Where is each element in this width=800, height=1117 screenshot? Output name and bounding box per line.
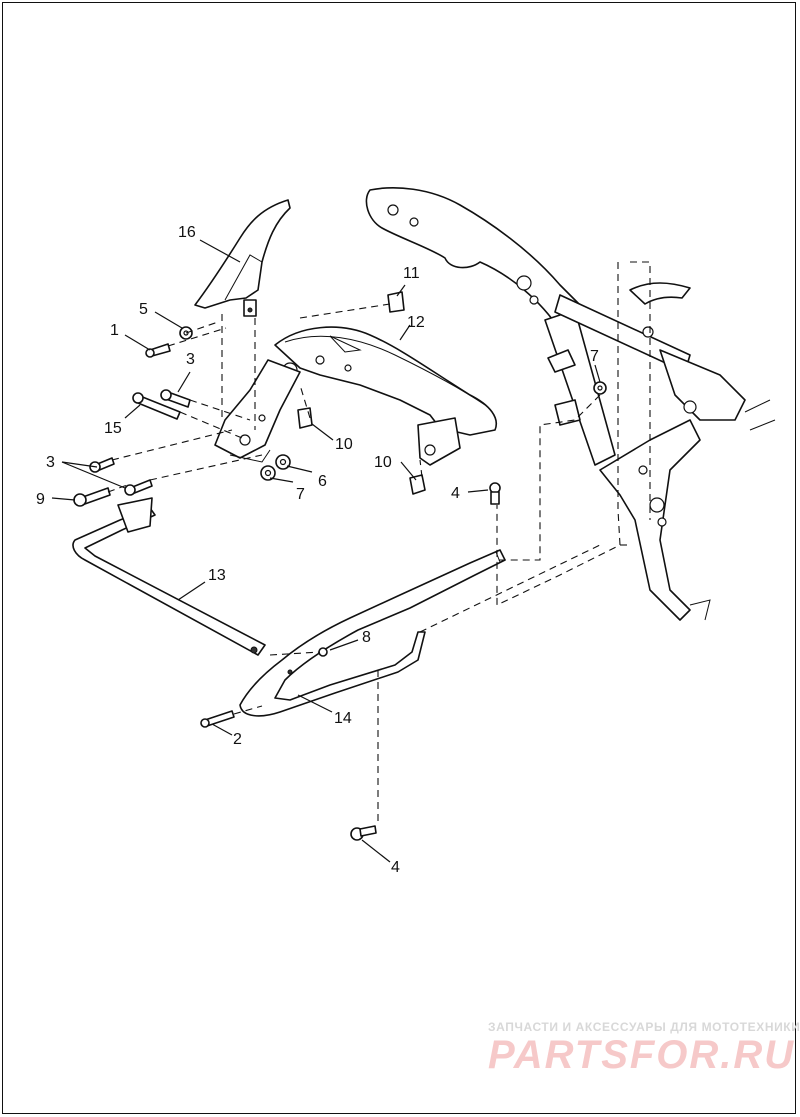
- callout-3-upper: 3: [186, 351, 195, 368]
- part-13-rod: [72, 497, 266, 656]
- callout-5: 5: [139, 301, 148, 318]
- callout-16: 16: [178, 224, 196, 241]
- callout-9: 9: [36, 491, 45, 508]
- callout-10-upper: 10: [335, 436, 353, 453]
- callout-7-left: 7: [296, 486, 305, 503]
- watermark-brand: PARTSFOR.RU: [488, 1033, 795, 1077]
- callout-2: 2: [233, 731, 242, 748]
- callout-4-lower: 4: [391, 859, 400, 876]
- callout-13: 13: [208, 567, 226, 584]
- callout-6: 6: [318, 473, 327, 490]
- callout-10-lower: 10: [374, 454, 392, 471]
- assembly-guide-lines: [107, 261, 651, 826]
- callout-12: 12: [407, 314, 425, 331]
- callout-1: 1: [110, 322, 119, 339]
- part-14-bar: [239, 549, 506, 717]
- fasteners: [73, 291, 607, 841]
- callout-numbers: 16 5 1 3 15 3 9 7 6 10 10 11 12 7 4 13 8…: [36, 224, 599, 876]
- callout-14: 14: [334, 710, 352, 727]
- part-12-support: [214, 326, 497, 466]
- callout-15: 15: [104, 420, 122, 437]
- watermark-tagline: ЗАПЧАСТИ И АКСЕССУАРЫ ДЛЯ МОТОТЕХНИКИ: [488, 1020, 800, 1034]
- callout-7-right: 7: [590, 348, 599, 365]
- callout-4-upper: 4: [451, 485, 460, 502]
- part-16-cover: [194, 199, 291, 317]
- callout-11: 11: [403, 265, 420, 282]
- callout-8: 8: [362, 629, 371, 646]
- leader-lines: [51, 239, 601, 863]
- callout-3-lower: 3: [46, 454, 55, 471]
